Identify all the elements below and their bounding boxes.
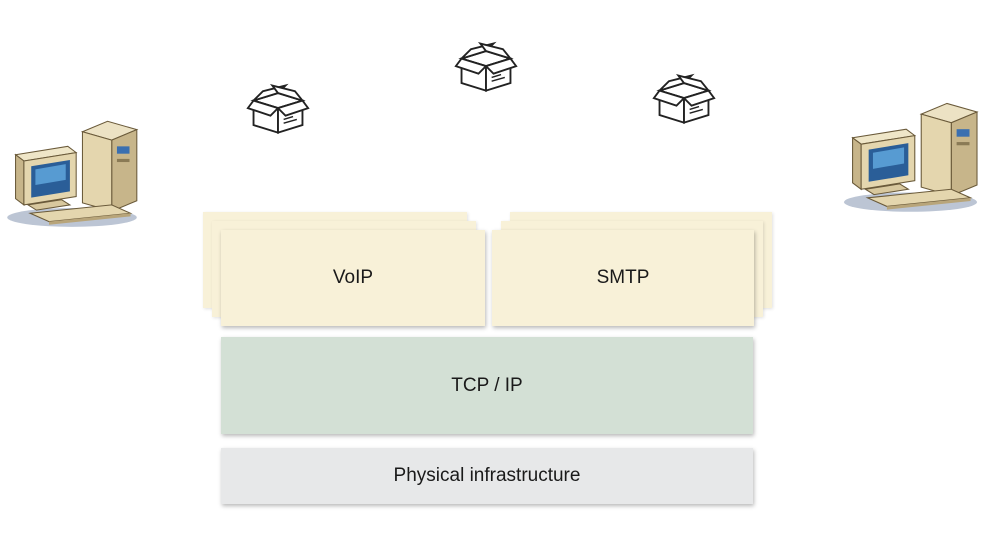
packet-box-icon [652,74,716,124]
packet-box-icon [246,84,310,134]
right-computer-icon [843,102,978,213]
smtp-layer: SMTP [492,230,754,326]
tcp-ip-layer: TCP / IP [221,337,753,434]
smtp-label: SMTP [596,267,650,288]
tcp-ip-label: TCP / IP [451,374,523,396]
physical-infrastructure-layer: Physical infrastructure [221,448,753,504]
packet-box-icon [454,42,518,92]
left-computer-icon [6,120,138,228]
physical-infrastructure-label: Physical infrastructure [393,465,581,486]
voip-layer: VoIP [221,230,485,326]
voip-label: VoIP [332,267,374,288]
